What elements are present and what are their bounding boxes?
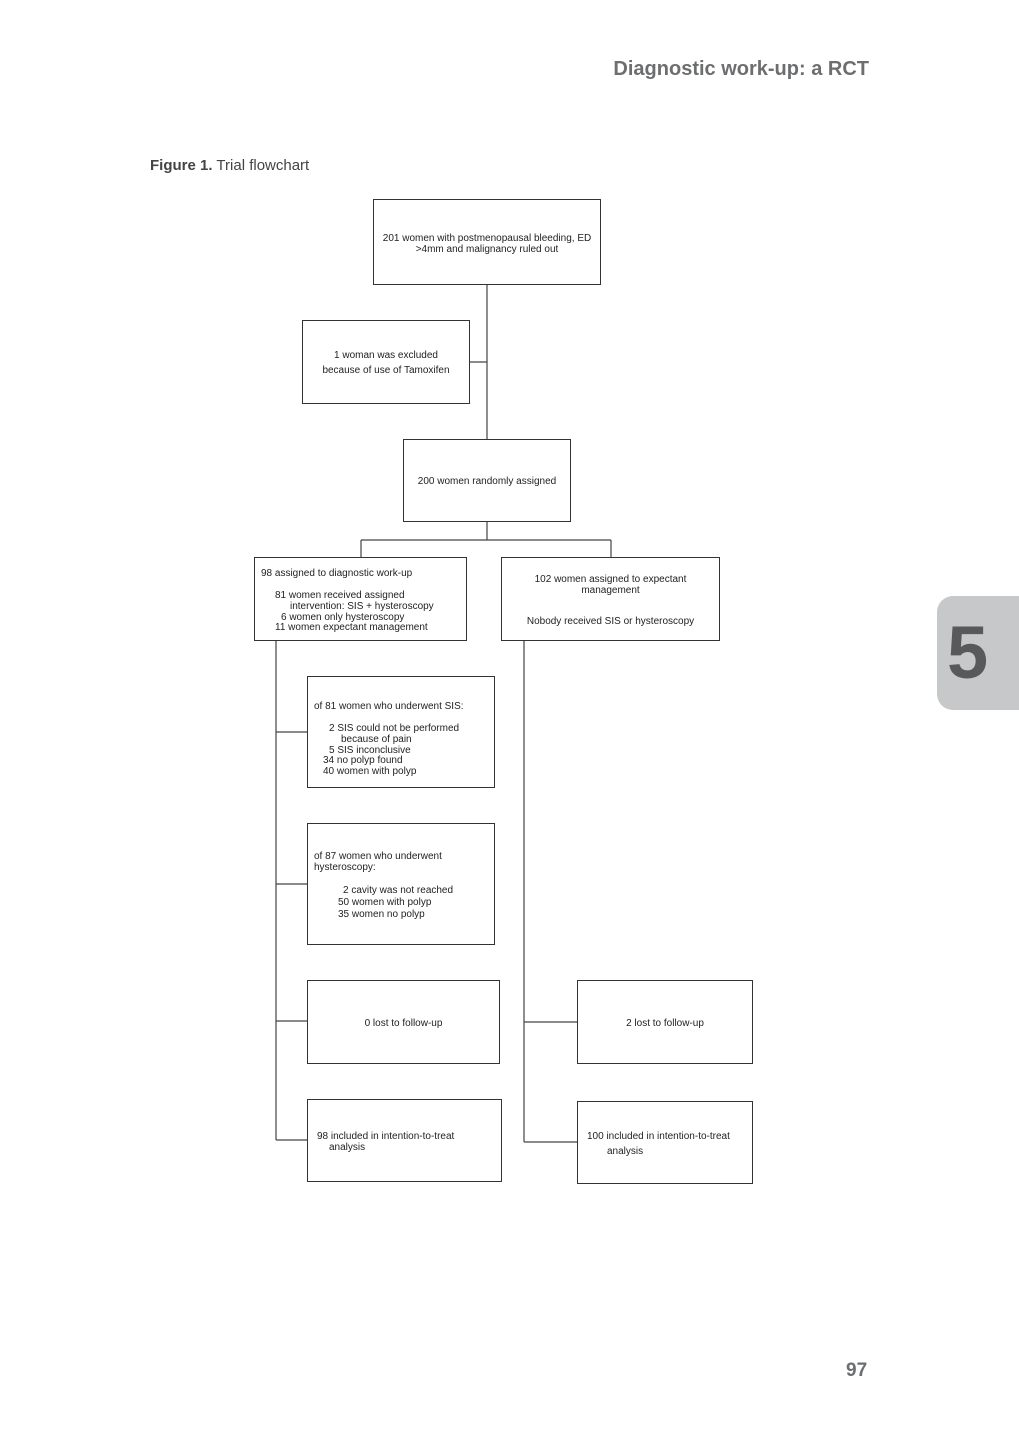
lost-expectant-box: 2 lost to follow-up xyxy=(577,980,753,1064)
chapter-number: 5 xyxy=(947,611,989,694)
box-text: analysis xyxy=(607,1146,644,1157)
box-text: 50 women with polyp xyxy=(338,897,432,908)
box-title: of 81 women who underwent SIS: xyxy=(314,701,464,712)
box-text: 201 women with postmenopausal bleeding, … xyxy=(382,233,592,244)
figure-caption: Figure 1. Trial flowchart xyxy=(150,157,309,174)
excluded-box: 1 woman was excluded because of use of T… xyxy=(302,320,470,404)
box-text: 2 cavity was not reached xyxy=(343,885,454,896)
expectant-arm-box: 102 women assigned to expectant manageme… xyxy=(501,557,720,641)
box-text: analysis xyxy=(329,1142,366,1153)
box-text: 5 SIS inconclusive xyxy=(329,745,411,756)
box-text: 0 lost to follow-up xyxy=(364,1018,443,1029)
sis-results-box: of 81 women who underwent SIS: 2 SIS cou… xyxy=(307,676,495,788)
box-text: 11 women expectant management xyxy=(275,622,428,633)
randomized-box: 200 women randomly assigned xyxy=(403,439,571,522)
figure-title: Trial flowchart xyxy=(216,157,310,174)
box-title: 98 assigned to diagnostic work-up xyxy=(261,568,413,579)
box-text: 34 no polyp found xyxy=(323,755,403,766)
itt-diagnostic-box: 98 included in intention-to-treat analys… xyxy=(307,1099,502,1182)
itt-expectant-box: 100 included in intention-to-treat analy… xyxy=(577,1101,753,1184)
figure-label: Figure 1. xyxy=(150,157,213,174)
lost-diagnostic-box: 0 lost to follow-up xyxy=(307,980,500,1064)
box-text: because of use of Tamoxifen xyxy=(322,365,450,376)
box-text: 40 women with polyp xyxy=(323,766,417,777)
box-text: 2 lost to follow-up xyxy=(626,1018,704,1029)
box-text: 35 women no polyp xyxy=(338,909,425,920)
box-text: 2 SIS could not be performed xyxy=(329,723,460,734)
box-text: 200 women randomly assigned xyxy=(417,476,557,487)
box-text: 81 women received assigned xyxy=(275,590,405,601)
running-header: Diagnostic work-up: a RCT xyxy=(613,58,869,80)
box-title: 102 women assigned to expectant xyxy=(534,574,687,585)
chapter-tab: 5 xyxy=(937,596,1019,710)
enrolled-box: 201 women with postmenopausal bleeding, … xyxy=(373,199,601,285)
box-text: 1 woman was excluded xyxy=(334,350,438,361)
box-title: management xyxy=(581,585,640,596)
box-text: 6 women only hysteroscopy xyxy=(281,612,405,623)
box-title: of 87 women who underwent xyxy=(314,851,442,862)
box-text: 98 included in intention-to-treat xyxy=(317,1131,455,1142)
page-number: 97 xyxy=(846,1360,868,1381)
box-text: Nobody received SIS or hysteroscopy xyxy=(526,616,695,627)
box-title: hysteroscopy: xyxy=(314,862,376,873)
diagnostic-arm-box: 98 assigned to diagnostic work-up 81 wom… xyxy=(254,557,467,641)
hysteroscopy-results-box: of 87 women who underwent hysteroscopy: … xyxy=(307,823,495,945)
box-text: 100 included in intention-to-treat xyxy=(587,1131,730,1142)
box-text: because of pain xyxy=(341,734,412,745)
box-text: intervention: SIS + hysteroscopy xyxy=(290,601,434,612)
box-text: >4mm and malignancy ruled out xyxy=(415,244,559,255)
